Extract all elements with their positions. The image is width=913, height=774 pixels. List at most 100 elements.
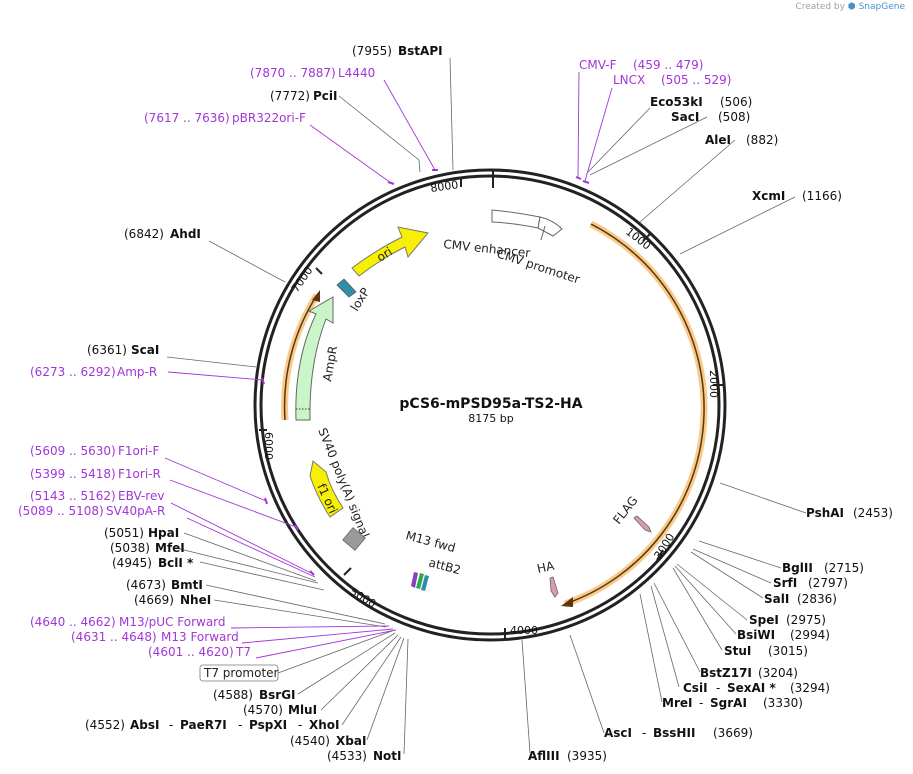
tick-label-6000: 6000 — [262, 432, 275, 460]
site-eco53-name: Eco53kI — [650, 95, 703, 109]
primer-ampr-name: Amp-R — [117, 365, 157, 379]
site-csii-sep: - — [716, 681, 720, 695]
site-pshai-name: PshAI — [806, 506, 844, 520]
site-absi-sep2: - — [238, 718, 242, 732]
site-spei-pos: (2975) — [786, 613, 826, 627]
site-ahdi-pos: (6842) — [124, 227, 164, 241]
snapgene-brand: Created by ⬢ SnapGene — [795, 2, 905, 12]
site-afliii-name: AflIII — [528, 749, 560, 763]
sv40-feature — [342, 527, 366, 551]
plasmid-length: 8175 bp — [468, 412, 513, 425]
site-stui-name: StuI — [724, 644, 751, 658]
flag-feature: FLAG — [610, 494, 652, 533]
tick-1000 — [642, 233, 651, 242]
site-hpai-name: HpaI — [148, 526, 179, 540]
site-bstz-pos: (3204) — [758, 666, 798, 680]
site-srfi-name: SrfI — [773, 576, 797, 590]
site-stui-pos: (3015) — [768, 644, 808, 658]
tick-7000 — [315, 267, 323, 275]
site-pshai-pos: (2453) — [853, 506, 893, 520]
site-xhoi-name: XhoI — [309, 718, 340, 732]
backbone-outer-ring — [253, 168, 727, 642]
site-mfei-pos: (5038) — [110, 541, 150, 555]
site-bmti-name: BmtI — [171, 578, 203, 592]
created-by-text: Created by — [795, 2, 845, 12]
site-srfi-pos: (2797) — [808, 576, 848, 590]
site-saci-name: SacI — [671, 110, 699, 124]
site-pcii-name: PciI — [313, 89, 338, 103]
primer-f1orir-pos: (5399 .. 5418) — [30, 467, 116, 481]
site-spei-name: SpeI — [749, 613, 779, 627]
site-pspxi-name: PspXI — [249, 718, 287, 732]
site-mlui-name: MluI — [288, 703, 317, 717]
primer-pbr-name: pBR322ori-F — [232, 111, 306, 125]
ampr-feature: AmpR — [295, 296, 340, 421]
site-mlui-pos: (4570) — [243, 703, 283, 717]
primer-leader-lines — [164, 71, 613, 659]
ha-feature: HA — [536, 558, 559, 598]
loxp-feature: loxP — [336, 278, 373, 314]
site-csii-name: CsiI — [683, 681, 708, 695]
major-ticks — [259, 170, 723, 640]
tick-3000 — [656, 549, 664, 561]
tick-label-4000: 4000 — [510, 624, 538, 637]
site-absi-sep1: - — [169, 718, 173, 732]
site-absi-name: AbsI — [130, 718, 159, 732]
site-noti-pos: (4533) — [327, 749, 367, 763]
site-sexai-name: SexAI * — [727, 681, 776, 695]
primer-t7-name: T7 — [235, 645, 251, 659]
m13-attb2-feature: M13 fwd attB2 — [404, 528, 462, 591]
site-scai-name: ScaI — [131, 343, 159, 357]
primer-cmvf-pos: (459 .. 479) — [633, 58, 703, 72]
site-sgrai-name: SgrAI — [710, 696, 747, 710]
primer-ebvrev-pos: (5143 .. 5162) — [30, 489, 116, 503]
site-bcli-pos: (4945) — [112, 556, 152, 570]
site-saci-pos: (508) — [718, 110, 750, 124]
site-xcmi-pos: (1166) — [802, 189, 842, 203]
tick-5000 — [343, 567, 352, 576]
primer-m13fwd-pos: (4631 .. 4648) — [71, 630, 157, 644]
t7-promoter-box — [199, 664, 279, 682]
orf-arc — [561, 220, 708, 608]
site-csii-pos: (3294) — [790, 681, 830, 695]
primer-l4440-pos: (7870 .. 7887) — [250, 66, 336, 80]
primer-m13puc-pos: (4640 .. 4662) — [30, 615, 116, 629]
primer-lncx-pos: (505 .. 529) — [661, 73, 731, 87]
site-ahdi-name: AhdI — [170, 227, 201, 241]
site-bglii-name: BglII — [782, 561, 813, 575]
primer-f1orif-pos: (5609 .. 5630) — [30, 444, 116, 458]
tick-label-5000: 5000 — [348, 585, 379, 610]
primer-pbr-pos: (7617 .. 7636) — [144, 111, 230, 125]
site-scai-pos: (6361) — [87, 343, 127, 357]
site-mrei-pos: (3330) — [763, 696, 803, 710]
flag-label: FLAG — [610, 494, 640, 527]
site-hpai-pos: (5051) — [104, 526, 144, 540]
site-eco53-pos: (506) — [720, 95, 752, 109]
tick-label-8000: 8000 — [430, 178, 460, 195]
site-noti-name: NotI — [373, 749, 402, 763]
site-alei-name: AleI — [705, 133, 731, 147]
backbone-inner-ring — [259, 174, 721, 636]
site-bcli-name: BclI * — [158, 556, 194, 570]
tick-label-2000: 2000 — [707, 370, 720, 398]
left-orf-arc — [281, 290, 320, 421]
site-bglii-pos: (2715) — [824, 561, 864, 575]
primer-ebvrev-name: EBV-rev — [118, 489, 164, 503]
site-bsshii-name: BssHII — [653, 726, 695, 740]
primer-cmvf-name: CMV-F — [579, 58, 617, 72]
ori-feature: ori — [351, 226, 429, 277]
site-asci-name: AscI — [604, 726, 632, 740]
site-bmti-pos: (4673) — [126, 578, 166, 592]
site-bsrgi-name: BsrGI — [259, 688, 296, 702]
site-absi-sep3: - — [298, 718, 302, 732]
plasmid-name: pCS6-mPSD95a-TS2-HA — [399, 396, 582, 412]
site-bsiwi-name: BsiWI — [737, 628, 775, 642]
snapgene-name: SnapGene — [858, 2, 905, 12]
site-bstz-name: BstZ17I — [700, 666, 752, 680]
primer-lncx-name: LNCX — [613, 73, 645, 87]
site-xbai-name: XbaI — [336, 734, 366, 748]
site-mrei-sep: - — [699, 696, 703, 710]
site-afliii-pos: (3935) — [567, 749, 607, 763]
site-absi-pos: (4552) — [85, 718, 125, 732]
